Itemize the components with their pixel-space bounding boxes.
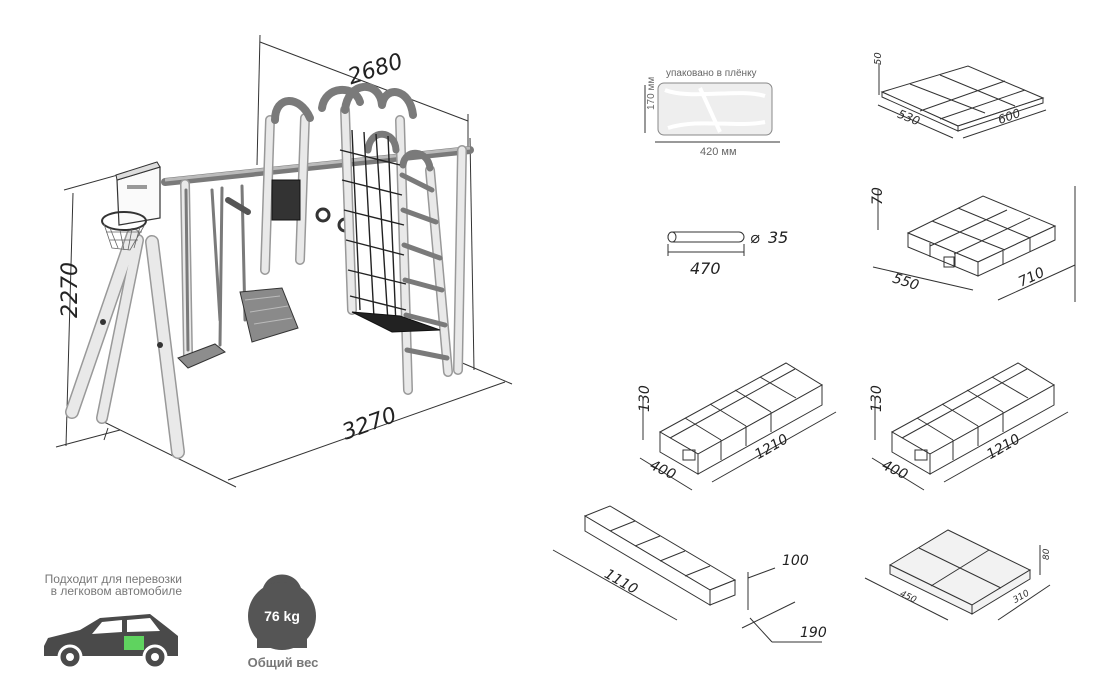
- box-2: [872, 186, 1076, 302]
- dimension-lines: [55, 34, 513, 488]
- dimension-3270: 3270: [339, 403, 400, 446]
- tube-diameter-symbol: ⌀: [750, 228, 760, 247]
- box-4: [871, 362, 1069, 491]
- box-2-height: 70: [870, 187, 886, 205]
- box-5-height: 100: [782, 553, 809, 569]
- tube-package: [667, 231, 745, 256]
- dimension-2680: 2680: [345, 49, 406, 90]
- box-6: [864, 529, 1051, 621]
- climbing-seat: [271, 179, 301, 221]
- box-4-height: 130: [869, 385, 885, 412]
- dimension-2270: 2270: [58, 262, 83, 318]
- film-note: упаковано в плёнку: [666, 68, 757, 79]
- weight-label: Общий вес: [248, 655, 319, 670]
- box-2-length: 710: [1016, 265, 1047, 291]
- box-3-height: 130: [637, 385, 653, 412]
- weight-value: 76 kg: [264, 608, 300, 624]
- box-5-length: 1110: [602, 566, 641, 598]
- film-height: 170 мм: [646, 77, 657, 110]
- box-1-height: 50: [873, 52, 884, 65]
- playground-illustration: [65, 82, 474, 459]
- car-cargo-box: [124, 636, 144, 650]
- film-width: 420 мм: [700, 146, 737, 158]
- box-6-height: 80: [1042, 548, 1052, 560]
- transport-note-box: Подходит для перевозки в легковом автомо…: [44, 573, 182, 598]
- kettlebell-icon: [248, 574, 316, 650]
- box-3-width: 400: [647, 457, 678, 483]
- box-6-length: 310: [1011, 588, 1031, 605]
- tube-length: 470: [690, 259, 721, 278]
- box-1: [877, 63, 1047, 139]
- film-package: [644, 82, 780, 143]
- basketball-hoop: [101, 211, 147, 231]
- car-icon: [44, 614, 178, 670]
- box-4-width: 400: [879, 457, 910, 483]
- tube-diameter: 35: [768, 228, 788, 247]
- swing-seat: [177, 343, 226, 369]
- box-2-width: 550: [890, 271, 920, 295]
- box-5-width: 190: [800, 625, 827, 641]
- transport-note: Подходит для перевозки в легковом автомо…: [44, 573, 182, 598]
- box-3: [639, 362, 837, 491]
- box-5: [552, 505, 822, 643]
